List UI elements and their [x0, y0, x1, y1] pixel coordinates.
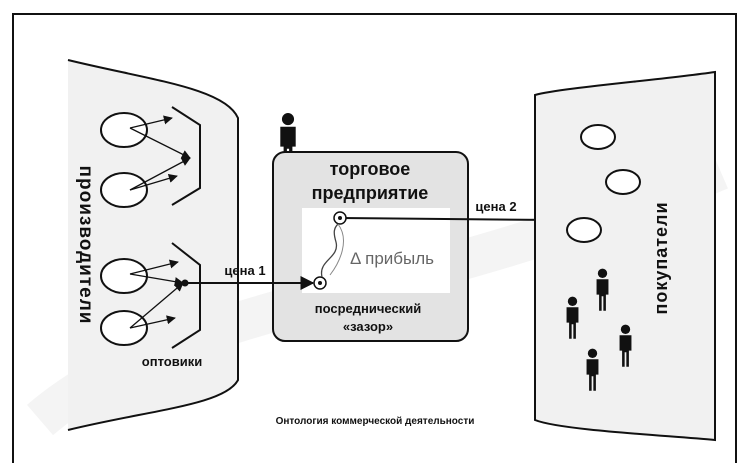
- buyers-label: покупатели: [651, 201, 671, 314]
- price1-label: цена 1: [224, 263, 265, 278]
- price2-arrow: [339, 212, 557, 227]
- producer-arrows-lower: [129, 259, 184, 329]
- producer-arrows-upper: [129, 115, 191, 191]
- profit-label: Δ прибыль: [350, 249, 434, 268]
- intermediary-gap-area: [302, 208, 450, 293]
- buyer-ellipse: [605, 169, 641, 195]
- profit-connector-shadow: [329, 223, 344, 276]
- enterprise-label-line2: предприятие: [312, 183, 429, 203]
- buyer-ellipse: [566, 217, 602, 243]
- caption: Онтология коммерческой деятельности: [276, 416, 475, 427]
- buyer-ellipse: [580, 124, 616, 150]
- producer-ellipse: [100, 172, 148, 208]
- producers-label: производители: [75, 166, 96, 325]
- buyers-panel: [534, 70, 716, 442]
- wholesaler-bracket: [171, 242, 201, 349]
- profit-connector: [320, 223, 339, 278]
- producer-ellipse: [100, 258, 148, 294]
- price2-label: цена 2: [475, 199, 516, 214]
- commerce-ontology-diagram: производители оптовики торговое предприя…: [26, 59, 728, 442]
- enterprise-label-line1: торговое: [330, 159, 411, 179]
- price2-node-core: [338, 216, 342, 220]
- gap-label-line2: «зазор»: [343, 319, 393, 334]
- price1-node-core: [318, 281, 322, 285]
- producer-ellipse: [100, 112, 148, 148]
- wholesaler-bracket: [171, 106, 201, 206]
- producer-ellipse: [100, 310, 148, 346]
- wholesalers-label: оптовики: [142, 354, 202, 369]
- gap-label-line1: посреднический: [315, 301, 421, 316]
